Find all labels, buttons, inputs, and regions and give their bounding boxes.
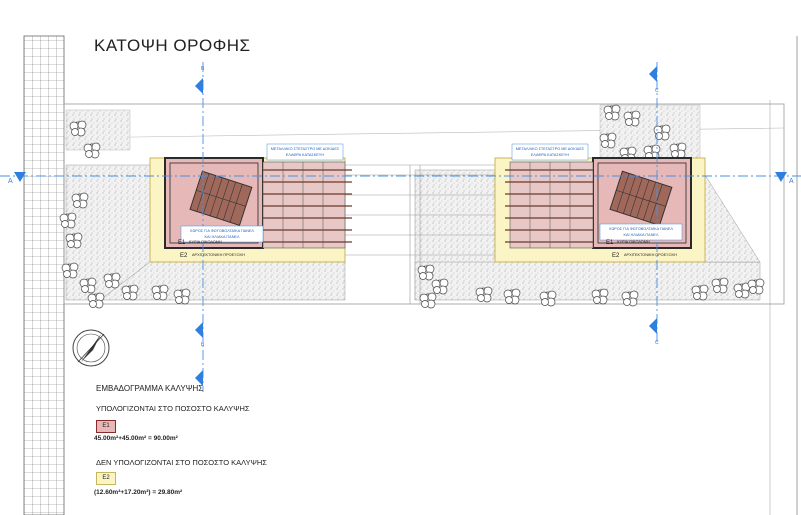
- tree-icon: [431, 278, 449, 295]
- legend-excluded-heading: ΔΕΝ ΥΠΟΛΟΓΙΖΟΝΤΑΙ ΣΤΟ ΠΟΣΟΣΤΟ ΚΑΛΥΨΗΣ: [96, 458, 267, 467]
- tree-icon: [87, 292, 105, 309]
- right-building: [494, 157, 706, 263]
- tree-icon: [691, 284, 709, 301]
- section-label-b-top: B: [201, 66, 205, 72]
- section-label-b-bottom: B: [201, 342, 205, 348]
- left-solar-panels: [189, 170, 253, 226]
- tree-icon: [65, 232, 83, 249]
- section-marker-icon: [649, 318, 657, 334]
- section-label-a-right: A: [789, 178, 794, 185]
- right-pergola: [505, 161, 594, 249]
- section-marker-icon: [14, 172, 26, 182]
- tree-icon: [103, 272, 121, 289]
- tree-icon: [59, 212, 77, 229]
- left-solar-note-line1: ΧΩΡΟΣ ΓΙΑ ΦΩΤΟΒΟΛΤΑΪΚΑ ΠΑΝΕΛ: [190, 229, 255, 233]
- tree-icon: [83, 142, 101, 159]
- legend-heading: ΕΜΒΑΔΟΓΡΑΜΜΑ ΚΑΛΥΨΗΣ: [96, 384, 204, 393]
- section-marker-icon: [775, 172, 787, 182]
- left-pergola-note-line1: ΜΕΤΑΛΛΙΚΟ ΣΤΕΓΑΣΤΡΟ ΜΕ ΔΟΚΙΔΕΣ: [271, 147, 340, 151]
- section-label-a-left: A: [8, 178, 13, 185]
- legend-e1-swatch: E1: [96, 420, 116, 433]
- right-solar-panels: [609, 170, 673, 226]
- tree-icon: [419, 292, 437, 309]
- tree-icon: [603, 104, 621, 121]
- right-building-notes: ΜΕΤΑΛΛΙΚΟ ΣΤΕΓΑΣΤΡΟ ΜΕ ΔΟΚΙΔΕΣ ΕΛΑΦΡΑ ΚΑ…: [511, 143, 683, 259]
- legend-included-heading: ΥΠΟΛΟΓΙΖΟΝΤΑΙ ΣΤΟ ΠΟΣΟΣΤΟ ΚΑΛΥΨΗΣ: [96, 404, 250, 413]
- section-marker-icon: [195, 322, 203, 338]
- legend-e2-formula: (12.60m²+17.20m²) = 29.80m²: [94, 489, 183, 496]
- right-e2-tag: E2: [612, 253, 620, 259]
- tree-icon: [475, 286, 493, 303]
- tree-icon: [417, 264, 435, 281]
- tree-icon: [653, 124, 671, 141]
- drawing-title: ΚΑΤΟΨΗ ΟΡΟΦΗΣ: [94, 36, 251, 55]
- left-solar-note-line2: ΚΑΙ ΗΛΙΑΚΑ ΠΑΝΕΛ: [204, 235, 239, 239]
- left-e2-tag: E2: [180, 253, 188, 259]
- tree-icon: [61, 262, 79, 279]
- right-solar-note-line2: ΚΑΙ ΗΛΙΑΚΑ ΠΑΝΕΛ: [623, 233, 658, 237]
- tree-icon: [711, 277, 729, 294]
- tree-icon: [591, 288, 609, 305]
- tree-icon: [151, 284, 169, 301]
- tree-icon: [599, 132, 617, 149]
- section-marker-icon: [195, 370, 203, 386]
- right-solar-note-line1: ΧΩΡΟΣ ΓΙΑ ΦΩΤΟΒΟΛΤΑΪΚΑ ΠΑΝΕΛ: [609, 227, 674, 231]
- right-pergola-note-line2: ΕΛΑΦΡΑ ΚΑΤΑΣΚΕΥΗ: [531, 153, 569, 157]
- tree-icon: [71, 192, 89, 209]
- right-e2-label: ΑΡΧΙΤΕΚΤΟΝΙΚΗ ΠΡΟΕΞΟΧΗ: [624, 253, 677, 257]
- section-marker-icon: [195, 78, 203, 94]
- tree-icon: [733, 282, 751, 299]
- right-e1-label: ΚΥΡΙΑ ΟΙΚΟΔΟΜΗ: [617, 240, 650, 244]
- left-pergola: [262, 161, 352, 249]
- right-e1-tag: E1: [606, 240, 614, 246]
- tree-icon: [503, 288, 521, 305]
- left-e2-label: ΑΡΧΙΤΕΚΤΟΝΙΚΗ ΠΡΟΕΞΟΧΗ: [192, 253, 245, 257]
- north-arrow-icon: [72, 329, 110, 367]
- tree-icon: [539, 290, 557, 307]
- left-pergola-note-line2: ΕΛΑΦΡΑ ΚΑΤΑΣΚΕΥΗ: [286, 153, 324, 157]
- left-building: [149, 157, 352, 263]
- section-label-c-bottom: C: [655, 340, 659, 346]
- tiled-walkway: [23, 35, 65, 515]
- legend-e2-swatch: E2: [96, 472, 116, 485]
- tree-icon: [623, 110, 641, 127]
- legend-e1-formula: 45.00m²+45.00m² = 90.00m²: [94, 435, 178, 442]
- tree-icon: [69, 120, 87, 137]
- section-marker-icons: [14, 66, 787, 386]
- tree-icon: [79, 277, 97, 294]
- right-pergola-note-line1: ΜΕΤΑΛΛΙΚΟ ΣΤΕΓΑΣΤΡΟ ΜΕ ΔΟΚΙΔΕΣ: [516, 147, 585, 151]
- left-building-notes: ΜΕΤΑΛΛΙΚΟ ΣΤΕΓΑΣΤΡΟ ΜΕ ΔΟΚΙΔΕΣ ΕΛΑΦΡΑ ΚΑ…: [178, 143, 344, 259]
- tree-icon: [173, 288, 191, 305]
- section-label-c-top: C: [655, 88, 659, 94]
- section-marker-icon: [649, 66, 657, 82]
- tree-icon: [747, 278, 765, 295]
- tree-icon: [121, 284, 139, 301]
- tree-icon: [621, 290, 639, 307]
- left-e1-label: ΚΥΡΙΑ ΟΙΚΟΔΟΜΗ: [189, 240, 222, 244]
- left-e1-tag: E1: [178, 240, 186, 246]
- central-corridor: [345, 164, 495, 304]
- tree-icon: [669, 142, 687, 159]
